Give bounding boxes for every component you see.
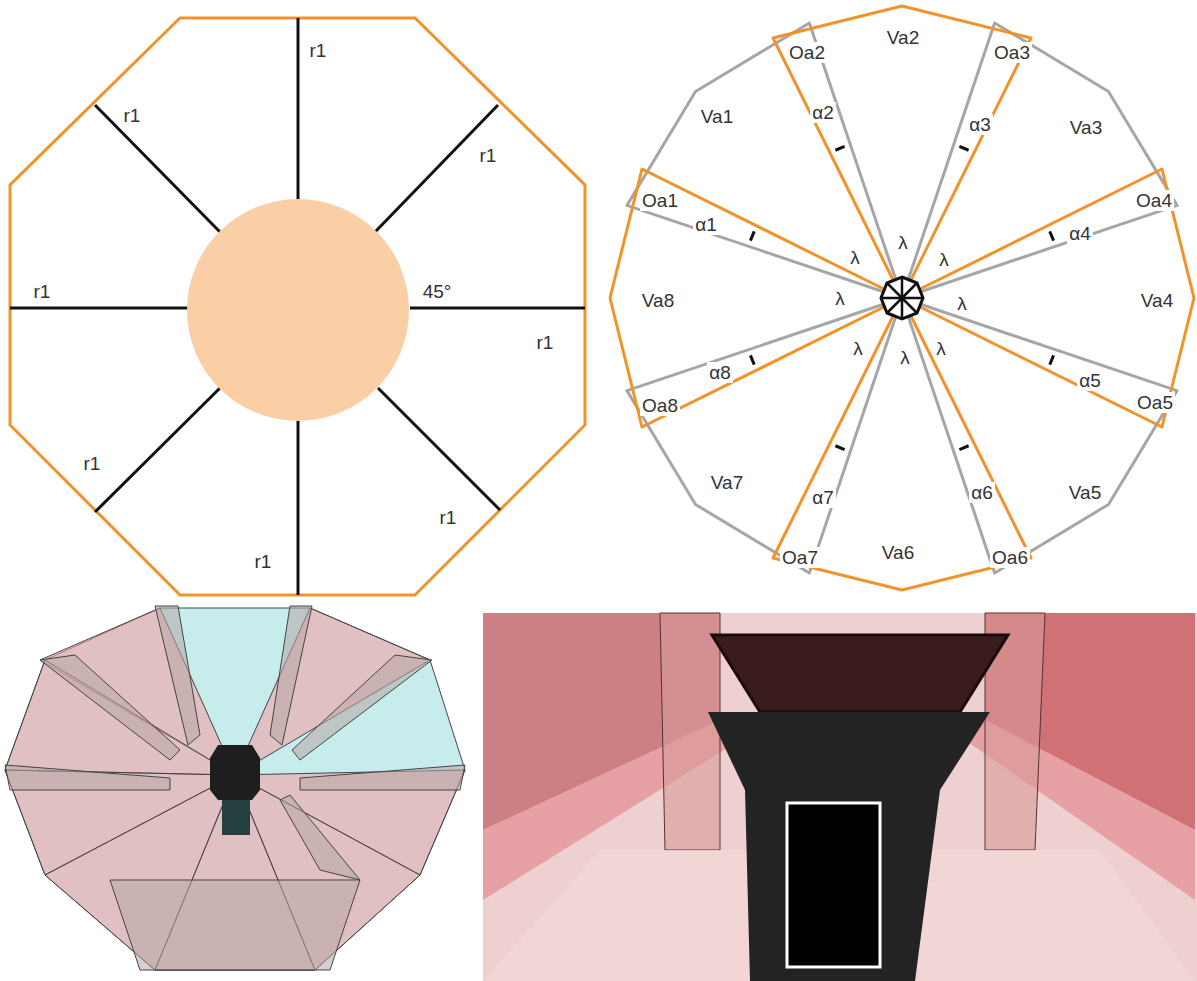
dimension-label: r1 xyxy=(438,507,459,528)
dimension-label: Va5 xyxy=(1067,482,1103,503)
sector-figure xyxy=(604,0,1197,595)
dimension-label: Oa1 xyxy=(640,190,680,211)
dimension-label: Oa7 xyxy=(780,547,820,568)
dimension-label: Oa3 xyxy=(992,42,1032,63)
dimension-label: α4 xyxy=(1067,223,1093,244)
dimension-label: Oa5 xyxy=(1135,392,1175,413)
dimension-label: 45° xyxy=(421,281,454,302)
dimension-label: Oa8 xyxy=(640,395,680,416)
dimension-label: λ xyxy=(937,249,951,270)
dimension-label: α6 xyxy=(969,482,995,503)
dimension-label: λ xyxy=(848,247,862,268)
dimension-label: Oa4 xyxy=(1134,190,1174,211)
dimension-label: α1 xyxy=(693,214,719,235)
octagon-figure xyxy=(10,18,585,595)
dimension-label: r1 xyxy=(308,40,329,61)
dimension-label: α2 xyxy=(810,102,836,123)
dimension-label: r1 xyxy=(122,105,143,126)
render-perspective-view xyxy=(483,613,1197,981)
dimension-label: r1 xyxy=(478,145,499,166)
dimension-label: Va4 xyxy=(1139,290,1175,311)
dimension-label: λ xyxy=(851,338,865,359)
dimension-label: Va2 xyxy=(885,27,921,48)
dimension-label: λ xyxy=(955,293,969,314)
dimension-label: r1 xyxy=(32,281,53,302)
dimension-label: λ xyxy=(833,288,847,309)
dimension-label: λ xyxy=(896,232,910,253)
dimension-label: Va3 xyxy=(1068,117,1104,138)
dimension-label: r1 xyxy=(535,332,556,353)
dimension-label: λ xyxy=(898,347,912,368)
dimension-label: Va1 xyxy=(699,106,735,127)
dimension-label: λ xyxy=(934,338,948,359)
dimension-label: Oa6 xyxy=(990,547,1030,568)
dimension-label: Oa2 xyxy=(787,42,827,63)
dimension-label: Va6 xyxy=(880,542,916,563)
dimension-label: Va8 xyxy=(640,290,676,311)
dimension-label: Va7 xyxy=(709,472,745,493)
dimension-label: α5 xyxy=(1077,370,1103,391)
dimension-label: α7 xyxy=(810,487,836,508)
dimension-label: r1 xyxy=(253,551,274,572)
dimension-label: r1 xyxy=(82,453,103,474)
render-top-view xyxy=(5,606,465,970)
dimension-label: α3 xyxy=(967,114,993,135)
dimension-label: α8 xyxy=(707,362,733,383)
